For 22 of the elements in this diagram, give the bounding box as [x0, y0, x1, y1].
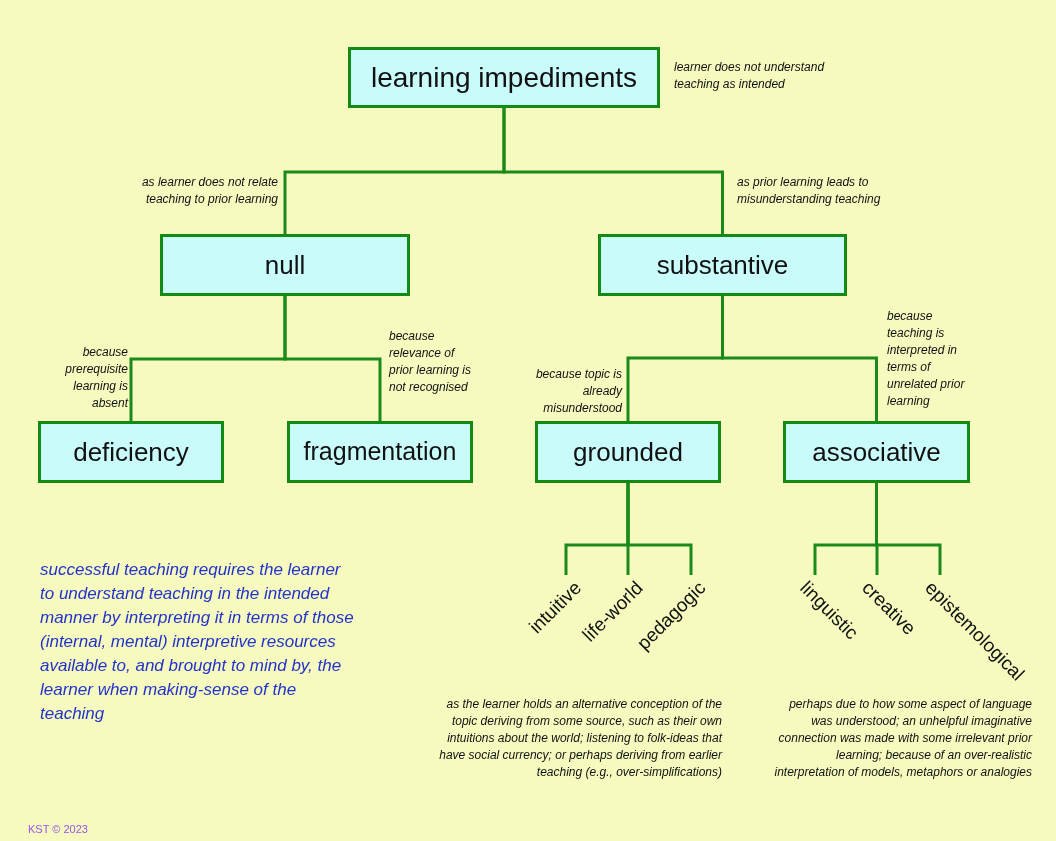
- category-box: fragmentation: [287, 421, 473, 483]
- edge-label: because prerequisite learning is absent: [64, 344, 128, 412]
- note-text: perhaps due to how some aspect of language was understood; an unhelpful imaginative connection was made with some irrelevant prior learning; because of an over-realistic interpretation of models, metaphors or analogies: [773, 696, 1032, 781]
- edge-label: as learner does not relate teaching to prior learning: [140, 174, 278, 208]
- edge-label: as prior learning leads to misunderstanding teaching: [737, 174, 882, 208]
- side-note: learner does not understand teaching as intended: [674, 59, 826, 93]
- copyright-text: KST © 2023: [28, 822, 88, 837]
- note-text: as the learner holds an alternative conception of the topic deriving from some source, such as their own intuitions about the world; listening to folk-ideas that have social currency; or perhaps deriving from earlier teaching (e.g., over-simplifications): [438, 696, 722, 781]
- connector-line: [502, 108, 724, 234]
- edge-label: because relevance of prior learning is not recognised: [389, 328, 473, 396]
- edge-label: because topic is already misunderstood: [534, 366, 622, 417]
- category-box: deficiency: [38, 421, 224, 483]
- connector-line: [283, 296, 382, 421]
- connector-line: [626, 483, 693, 575]
- category-box: null: [160, 234, 410, 296]
- category-box: substantive: [598, 234, 847, 296]
- category-box: grounded: [535, 421, 721, 483]
- category-box: associative: [783, 421, 970, 483]
- connector-line: [721, 296, 878, 421]
- edge-label: because teaching is interpreted in terms of unrelated prior learning: [887, 308, 966, 410]
- note-text: successful teaching requires the learner to understand teaching in the intended manner by interpreting it in terms of those (internal, mental) interpretive resources available to, and brought to mind by, the learner when making-sense of the teaching: [40, 559, 355, 725]
- category-box: learning impediments: [348, 47, 660, 108]
